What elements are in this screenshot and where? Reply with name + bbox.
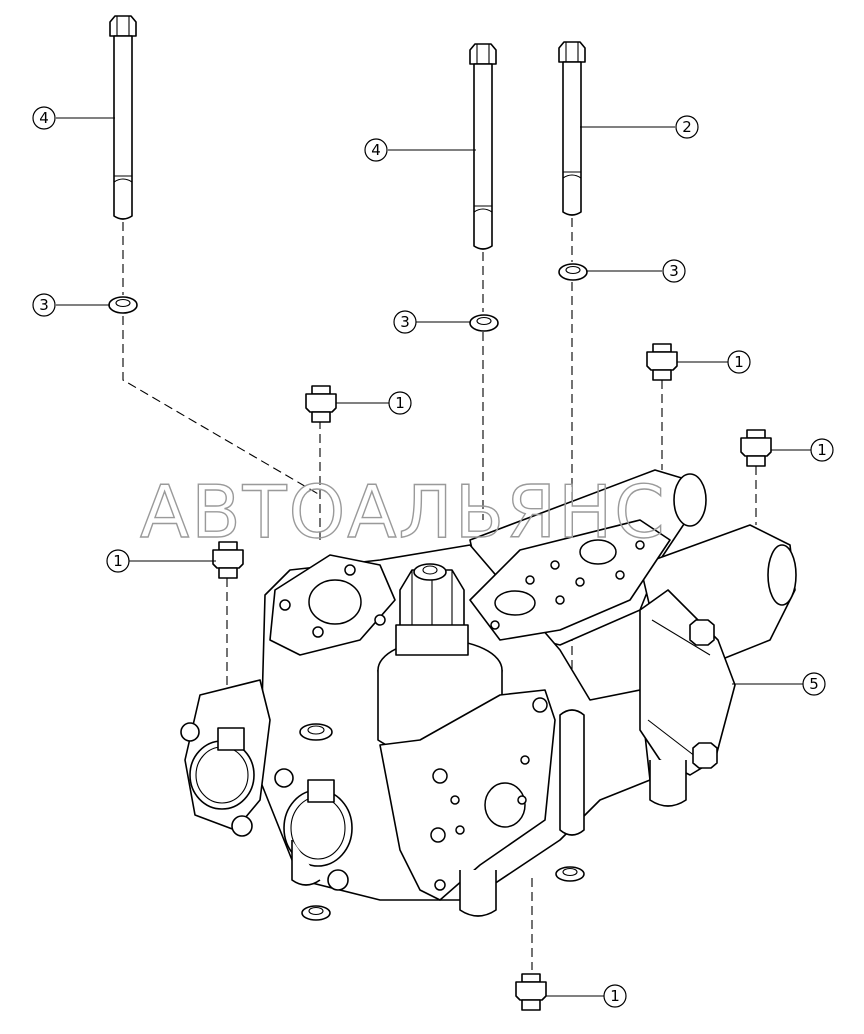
fitting-right-lower	[740, 429, 772, 467]
washer-middle	[469, 314, 499, 332]
callout-item-3-middle: 3	[393, 310, 417, 334]
callout-label: 1	[734, 353, 744, 371]
callout-label: 2	[682, 118, 692, 136]
callout-leaders	[56, 117, 811, 997]
callout-item-3-left: 3	[32, 293, 56, 317]
fitting-bottom	[515, 973, 547, 1011]
callout-item-1-top-center: 1	[388, 391, 412, 415]
fitting-left	[212, 541, 244, 579]
callout-label: 3	[39, 296, 49, 314]
callout-label: 1	[817, 441, 827, 459]
bolt-long-right	[558, 41, 586, 216]
callout-item-4-left: 4	[32, 106, 56, 130]
fitting-top-center	[305, 385, 337, 423]
control-valve-body	[180, 469, 797, 921]
callout-item-1-bottom: 1	[603, 984, 627, 1008]
washer-right	[558, 263, 588, 281]
callout-item-1-left: 1	[106, 549, 130, 573]
callout-item-5: 5	[802, 672, 826, 696]
callout-item-3-right: 3	[662, 259, 686, 283]
callout-item-2: 2	[675, 115, 699, 139]
callout-label: 4	[39, 109, 49, 127]
callout-label: 3	[400, 313, 410, 331]
callout-item-1-right-upper: 1	[727, 350, 751, 374]
callout-label: 1	[395, 394, 405, 412]
watermark-text: АВТОАЛЬЯНС	[140, 470, 667, 554]
washer-left	[108, 296, 138, 314]
callout-label: 3	[669, 262, 679, 280]
fitting-right-upper	[646, 343, 678, 381]
bolt-long-left	[109, 15, 137, 220]
callout-label: 1	[610, 987, 620, 1005]
callout-label: 4	[371, 141, 381, 159]
bolt-long-middle	[469, 43, 497, 250]
callout-item-1-right-lower: 1	[810, 438, 834, 462]
callout-item-4-middle: 4	[364, 138, 388, 162]
callout-label: 1	[113, 552, 123, 570]
callout-label: 5	[809, 675, 819, 693]
